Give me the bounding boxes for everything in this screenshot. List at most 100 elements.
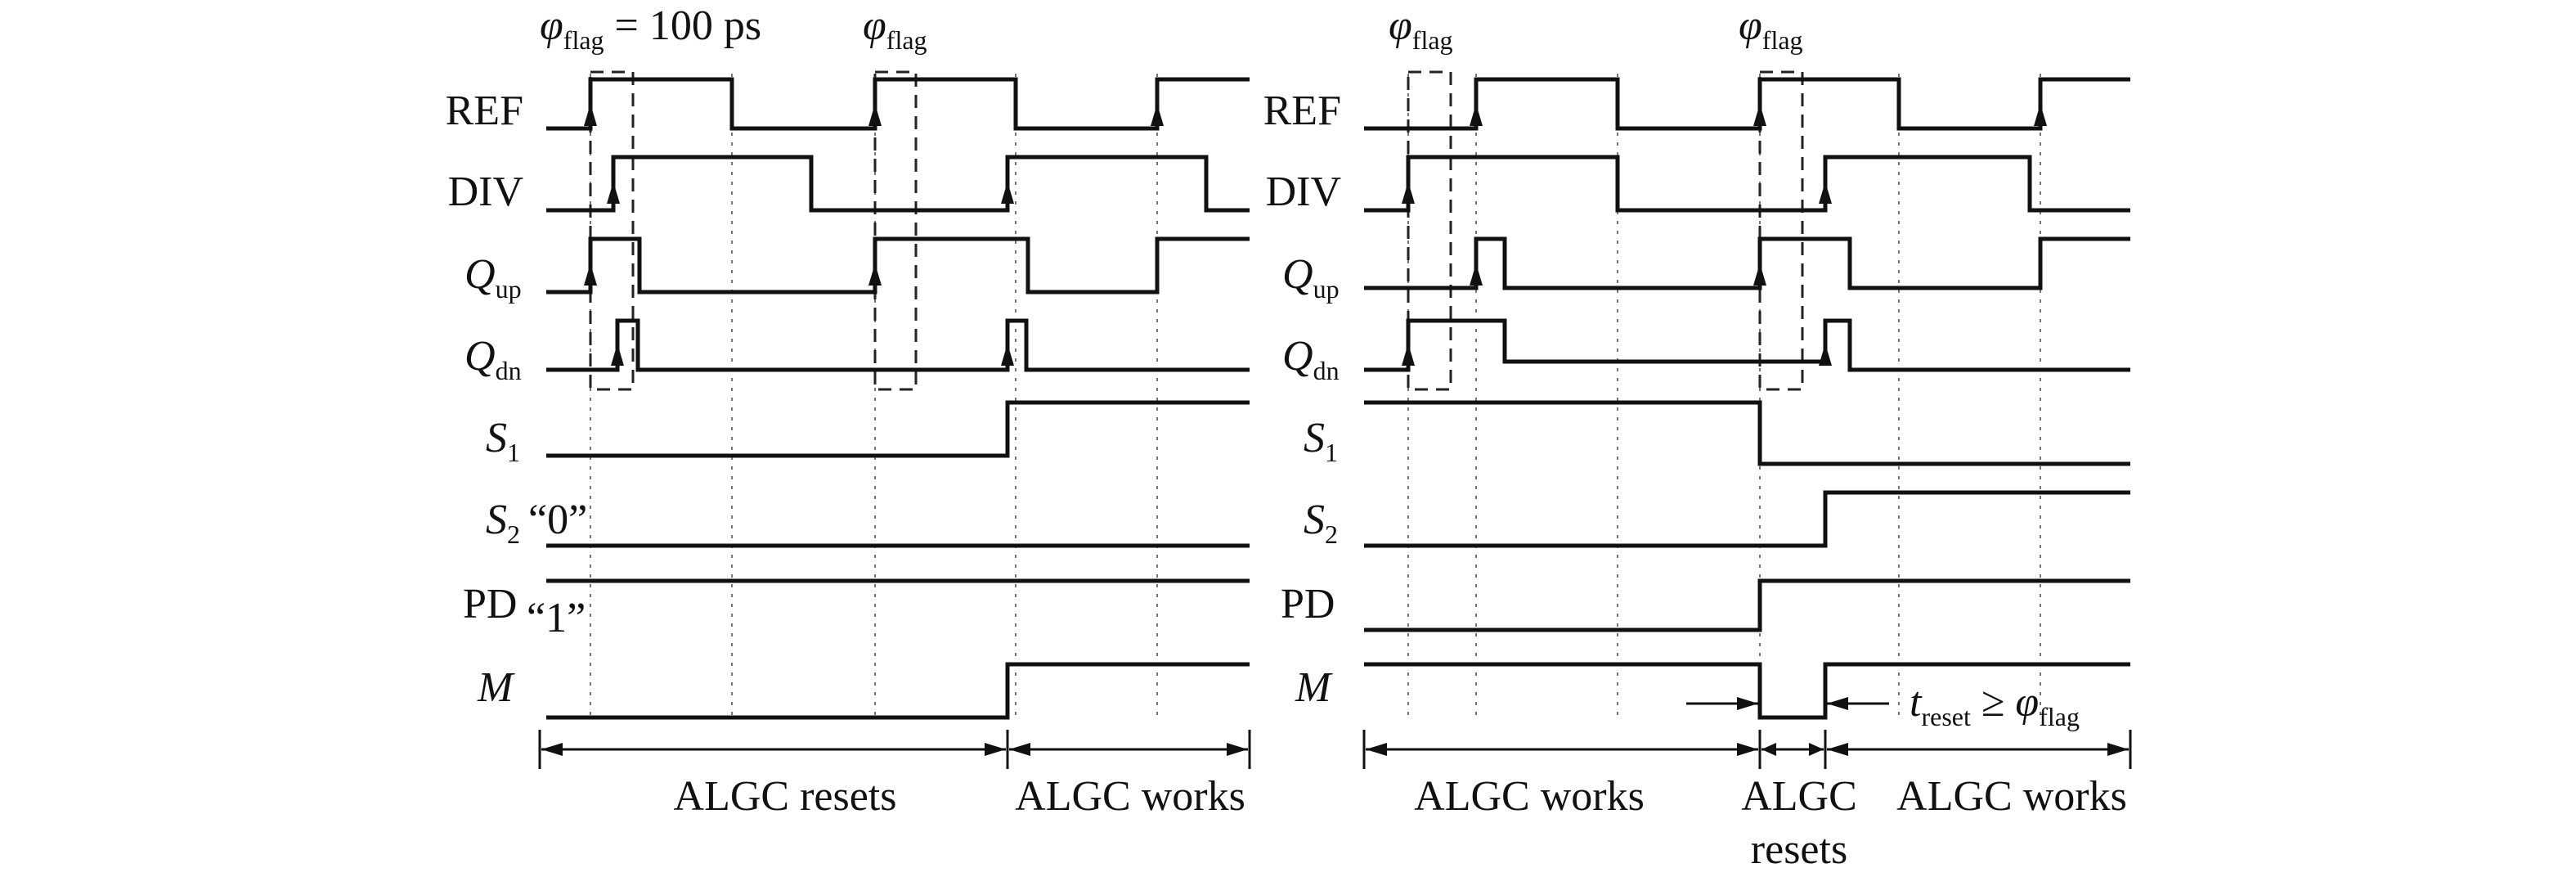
- right-phi-symbol: φ: [1389, 2, 1412, 49]
- left-phi-flag-annotation-2: φflag: [863, 2, 927, 55]
- right-dim-arrowhead: [1827, 743, 1848, 756]
- right-label-qup: Qup: [1282, 251, 1340, 304]
- left-phase-flag-box-2: [873, 70, 918, 391]
- left-edge-arrow: [584, 263, 597, 286]
- left-edge-arrows: [584, 104, 1164, 366]
- right-treset-phi-sub: flag: [2039, 702, 2080, 731]
- left-edge-arrow: [868, 104, 882, 126]
- right-label-qup-main: Q: [1282, 251, 1313, 298]
- right-edge-arrow: [1402, 182, 1415, 204]
- right-edge-arrow: [1470, 104, 1483, 126]
- right-phi-flag-annotation-2: φflag: [1739, 2, 1803, 55]
- left-pd-value: “1”: [527, 595, 586, 641]
- left-label-qdn-main: Q: [464, 333, 496, 380]
- right-edge-arrow: [2034, 104, 2047, 126]
- right-phase-reset-label-line1: ALGC: [1741, 773, 1857, 820]
- left-edge-arrow: [607, 182, 620, 204]
- left-label-div: DIV: [448, 169, 523, 215]
- right-dim-arrowhead: [1809, 743, 1824, 756]
- right-label-qdn-sub: dn: [1313, 356, 1340, 385]
- left-edge-arrow: [868, 263, 882, 286]
- right-label-qup-sub: up: [1313, 274, 1340, 304]
- right-label-s1-main: S: [1304, 415, 1325, 461]
- right-treset-annotation: treset ≥ φflag: [1910, 679, 2080, 731]
- left-waveform-ref: [546, 77, 1250, 131]
- right-label-ref: REF: [1263, 88, 1341, 134]
- right-edge-arrow: [1470, 263, 1483, 286]
- left-phi-symbol: φ: [540, 2, 563, 49]
- right-waveform-div: [1364, 155, 2130, 213]
- left-phase-work-label: ALGC works: [1015, 773, 1245, 820]
- left-edge-arrow: [1001, 182, 1014, 204]
- right-waveform-s2: [1364, 490, 2130, 548]
- right-waveform-s1: [1364, 400, 2130, 466]
- right-phase-work2-label: ALGC works: [1896, 773, 2127, 820]
- left-dim-arrowhead: [541, 743, 563, 756]
- left-phase-dimension: [538, 730, 1251, 769]
- left-edge-arrow: [611, 344, 624, 366]
- right-edge-arrow: [1819, 182, 1832, 204]
- left-label-s2-sub: 2: [507, 519, 520, 549]
- right-waveform-pd: [1364, 578, 2130, 632]
- right-waveform-m: [1364, 662, 2130, 720]
- left-edge-arrow: [584, 104, 597, 126]
- left-label-qup: Qup: [464, 251, 522, 304]
- right-phase-dimension: [1362, 730, 2132, 769]
- right-treset-rel: ≥: [1971, 679, 2016, 726]
- left-label-ref: REF: [446, 88, 523, 134]
- left-label-m: M: [477, 664, 515, 711]
- left-panel: REF DIV Qup Qdn S1 S2 “0” PD “1” M φflag…: [446, 2, 1251, 820]
- left-label-s1-sub: 1: [507, 438, 520, 467]
- left-waveform-qdn: [546, 318, 1250, 372]
- right-label-m: M: [1295, 664, 1333, 711]
- left-label-qdn: Qdn: [464, 333, 522, 385]
- right-label-div: DIV: [1266, 169, 1341, 215]
- right-treset-sub: reset: [1921, 702, 1971, 731]
- left-dim-arrowhead: [1227, 743, 1248, 756]
- right-label-pd: PD: [1281, 581, 1335, 627]
- left-waveform-m: [546, 662, 1250, 720]
- left-label-s1: S1: [486, 415, 520, 467]
- right-dim-arrowhead: [2107, 743, 2129, 756]
- left-phi-symbol-2: φ: [863, 2, 886, 49]
- left-dim-arrowhead: [985, 743, 1006, 756]
- right-phi-flag-annotation: φflag: [1389, 2, 1453, 55]
- right-phase-flag-box-1: [1407, 70, 1452, 391]
- right-treset-main: t: [1910, 679, 1923, 726]
- right-label-s2: S2: [1304, 497, 1338, 549]
- right-edge-arrow: [1402, 344, 1415, 366]
- left-waveform-div: [546, 155, 1250, 213]
- left-phi-flag-annotation: φflag = 100 ps: [540, 2, 761, 55]
- right-treset-marker: [1686, 697, 1889, 710]
- right-label-s2-main: S: [1304, 497, 1325, 543]
- right-dim-arrowhead: [1761, 743, 1776, 756]
- left-s2-value: “0”: [528, 497, 587, 543]
- right-treset-arrowhead: [1737, 697, 1758, 710]
- right-label-qdn: Qdn: [1282, 333, 1340, 385]
- right-phi-symbol-2: φ: [1739, 2, 1762, 49]
- left-edge-arrow: [1151, 104, 1164, 126]
- left-label-qdn-sub: dn: [496, 356, 522, 385]
- right-phase-flag-box-2: [1758, 70, 1804, 391]
- right-label-s2-sub: 2: [1325, 519, 1338, 549]
- left-edge-arrow: [1001, 344, 1014, 366]
- right-label-s1-sub: 1: [1325, 438, 1338, 467]
- left-label-qup-main: Q: [464, 251, 496, 298]
- left-label-s2-main: S: [486, 497, 507, 543]
- left-phase-flag-box-1: [589, 70, 635, 391]
- right-label-qdn-main: Q: [1282, 333, 1313, 380]
- right-phi-sub-2: flag: [1762, 25, 1803, 55]
- right-edge-arrow: [1819, 344, 1832, 366]
- left-label-qup-sub: up: [496, 274, 522, 304]
- right-waveform-qdn: [1364, 318, 2130, 372]
- right-panel: REF DIV Qup Qdn S1 S2 PD M φflag φflag: [1263, 2, 2132, 873]
- right-grid-lines: [1407, 74, 2041, 720]
- right-label-s1: S1: [1304, 415, 1338, 467]
- right-treset-arrowhead: [1827, 697, 1848, 710]
- left-label-pd: PD: [463, 581, 517, 627]
- left-phi-sub: flag: [563, 25, 604, 55]
- right-edge-arrow: [1753, 104, 1766, 126]
- left-phi-value: = 100 ps: [604, 2, 762, 49]
- right-phase-reset-label-line2: resets: [1751, 826, 1847, 873]
